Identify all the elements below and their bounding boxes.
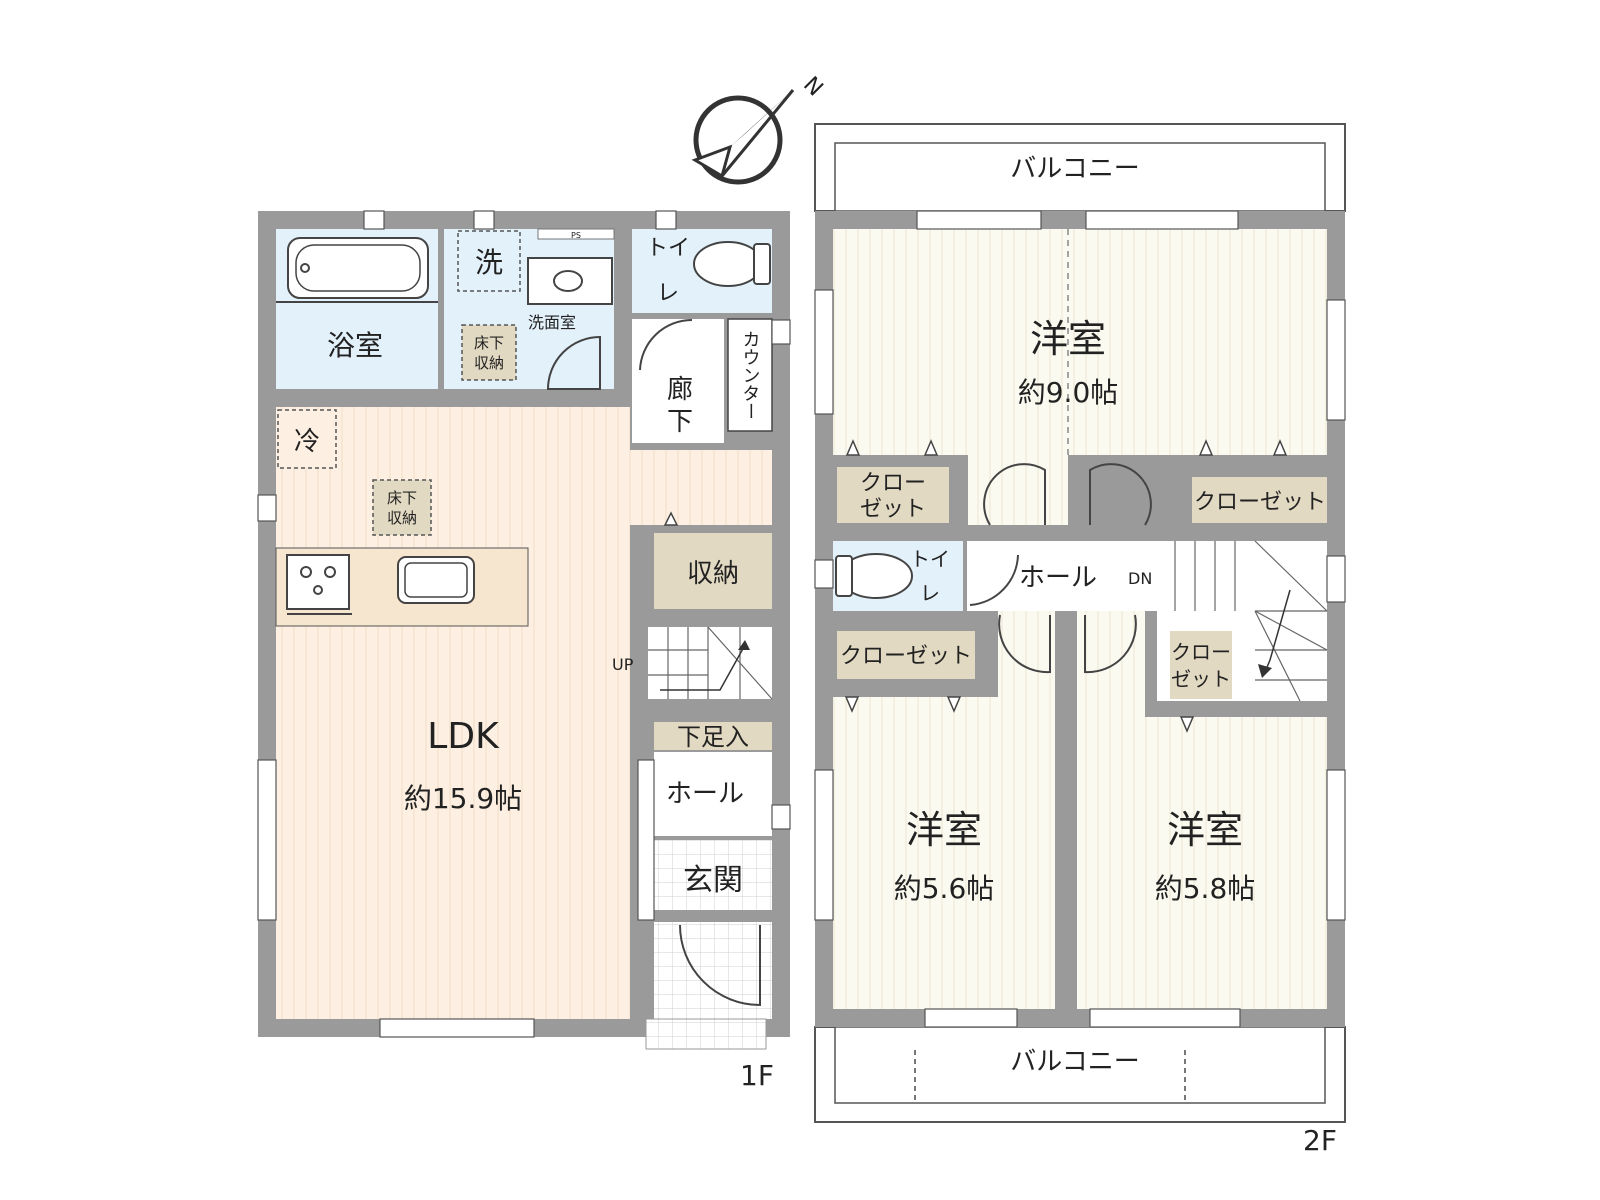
fridge-space: [277, 409, 337, 469]
fridge-label: 冷: [294, 427, 320, 457]
room-main-door-right-icon: [1089, 463, 1152, 526]
toilet-1f-icon: [693, 241, 763, 287]
hall-1f-label: ホール: [666, 779, 744, 809]
room-br: [1077, 717, 1327, 1009]
floor2-label: 2F: [1303, 1124, 1337, 1157]
sink-icon: [397, 556, 475, 604]
closet-bl-label: クローゼット: [840, 644, 972, 669]
toilet-2f-label-a: トイ: [910, 547, 950, 571]
hall-2f: [967, 541, 1157, 611]
washer-label: 洗: [475, 246, 503, 279]
entrance-door-icon: [679, 924, 761, 1007]
compass: N: [691, 72, 827, 185]
toilet-2f-label-b: レ: [920, 581, 940, 605]
up-label: UP: [612, 655, 634, 674]
underfloor-storage-1-label-b: 収納: [474, 354, 504, 372]
floor1-windows: [257, 210, 791, 1038]
compass-ring: [693, 95, 783, 185]
entrance: [654, 840, 772, 910]
floor2-windows: [814, 210, 1346, 1028]
closet-br: [1170, 631, 1232, 699]
storage-1f: [654, 533, 772, 609]
pipe-space: [537, 228, 615, 240]
room-br-door-icon: [1084, 614, 1137, 674]
underfloor-storage-1: [461, 324, 517, 381]
room-bl-size: 約5.6帖: [894, 872, 995, 905]
corridor-door-icon: [639, 319, 693, 371]
entrance-label: 玄関: [683, 863, 743, 898]
washroom-label: 洗面室: [528, 313, 576, 332]
ldk-size: 約15.9帖: [404, 782, 522, 815]
closet-left: [837, 467, 949, 523]
room-bl-label: 洋室: [906, 808, 982, 852]
room-br-label: 洋室: [1167, 808, 1243, 852]
toilet-2f-door-icon: [969, 554, 1019, 606]
balcony-top-label: バルコニー: [1010, 154, 1139, 184]
washroom-door-icon: [546, 335, 601, 390]
counter: [727, 318, 773, 432]
storage-label: 収納: [687, 559, 739, 589]
closet-bl: [837, 631, 975, 679]
hall-1f: [654, 752, 772, 836]
stairs-1f: [648, 627, 772, 699]
ldk-floor: [276, 407, 630, 1019]
room-main-size: 約9.0帖: [1018, 376, 1119, 409]
ldk-label: LDK: [427, 716, 500, 757]
toilet-1f-label-b: レ: [657, 281, 679, 306]
underfloor-storage-2-label-a: 床下: [387, 489, 417, 507]
room-bl: [833, 697, 1055, 1009]
compass-needle-south: [691, 144, 733, 179]
entrance-porch: [654, 922, 772, 1019]
closet-right-label: クローゼット: [1194, 490, 1326, 515]
shoe-storage-label: 下足入: [677, 723, 749, 751]
dn-label: DN: [1128, 569, 1152, 588]
closet-br-label-b: ゼット: [1171, 667, 1231, 691]
bathroom-label: 浴室: [327, 329, 383, 362]
balcony-bottom-label: バルコニー: [1010, 1047, 1139, 1077]
closet-left-label-a: クロー: [860, 471, 926, 496]
floor-1: 浴室 洗 洗面室 床下 収納 PS トイ レ 廊 下 カウンター: [257, 210, 791, 1092]
room-main-label: 洋室: [1030, 317, 1106, 361]
toilet-1f-label-a: トイ: [646, 236, 690, 261]
floor-2: バルコニー バルコニー 洋室 約9.0帖 クロー ゼット クローゼット トイ レ: [814, 123, 1346, 1157]
counter-label: カウンター: [740, 330, 761, 420]
compass-north-label: N: [798, 72, 827, 101]
corridor-label-b: 下: [667, 407, 693, 437]
shoe-storage: [654, 722, 772, 750]
room-main: [833, 229, 1327, 455]
room-main-door-left-icon: [983, 463, 1046, 526]
room-bl-door-icon: [998, 614, 1051, 674]
stairs-up-arrow: [660, 644, 746, 691]
stove-icon: [286, 554, 350, 610]
corridor-label-a: 廊: [667, 375, 693, 405]
hall-2f-label: ホール: [1019, 563, 1097, 593]
compass-needle-north: [730, 90, 793, 147]
pipe-space-label: PS: [571, 231, 581, 240]
room-br-size: 約5.8帖: [1155, 872, 1256, 905]
underfloor-storage-1-label-a: 床下: [474, 334, 504, 352]
closet-right: [1192, 477, 1327, 523]
floor1-label: 1F: [740, 1059, 774, 1092]
closet-br-label-a: クロー: [1171, 640, 1231, 664]
underfloor-storage-2: [372, 479, 432, 536]
corridor-1f: [632, 319, 724, 443]
underfloor-storage-2-label-b: 収納: [387, 509, 417, 527]
washer-space: [457, 230, 521, 292]
washbasin-icon: [527, 257, 613, 305]
closet-left-label-b: ゼット: [860, 497, 926, 522]
